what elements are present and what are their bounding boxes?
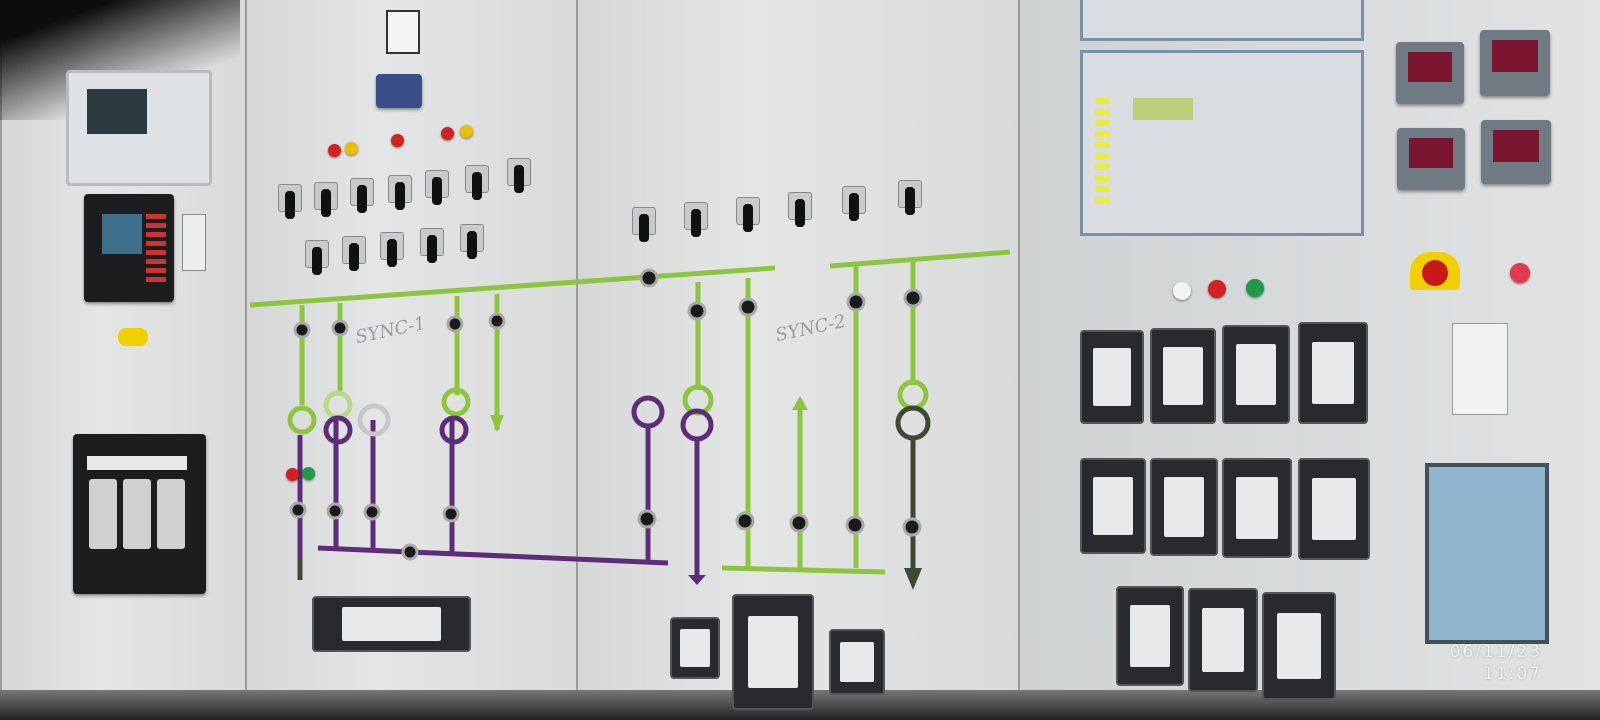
power-meter [1396, 42, 1464, 104]
indicator-lamp-red [286, 468, 299, 481]
protech-overspeed-unit [73, 434, 206, 594]
display-cover [1425, 463, 1549, 644]
digital-display [376, 74, 422, 108]
reset-button-red[interactable] [1510, 263, 1530, 283]
lockout-relay [1262, 592, 1336, 700]
bus-purple [317, 545, 669, 566]
indicator-lamp-red [441, 127, 454, 140]
sync-check-unit [1452, 323, 1508, 415]
selector-switch[interactable] [388, 175, 412, 210]
protection-relay-panel [1080, 50, 1364, 236]
trip-relay [1298, 458, 1370, 560]
indicator-lamp-green [302, 467, 315, 480]
control-switch[interactable] [460, 224, 484, 259]
protection-relay [829, 629, 885, 695]
breaker-control-switch[interactable] [842, 186, 866, 221]
test-block [312, 596, 471, 652]
indicator-lamp-red [328, 144, 341, 157]
analog-meter [386, 10, 420, 54]
selector-switch[interactable] [278, 184, 302, 219]
trip-relay [1222, 458, 1292, 558]
protection-relay [670, 617, 720, 679]
breaker-control-switch[interactable] [632, 207, 656, 242]
selector-switch[interactable] [507, 158, 531, 193]
control-switch[interactable] [380, 232, 404, 267]
selector-switch[interactable] [350, 178, 374, 213]
indicator-lamp-red [1208, 280, 1226, 298]
selector-switch[interactable] [314, 182, 338, 217]
breaker-control-switch[interactable] [736, 197, 760, 232]
lockout-relay [1188, 588, 1258, 692]
control-switch[interactable] [342, 236, 366, 271]
control-switch[interactable] [420, 228, 444, 263]
indicator-lamp-yellow [460, 125, 473, 138]
selector-switch[interactable] [425, 170, 449, 205]
auxiliary-relay [1080, 330, 1144, 424]
auxiliary-relay [1298, 322, 1368, 424]
breaker-control-switch[interactable] [684, 202, 708, 237]
emergency-stop-button[interactable] [1410, 252, 1460, 290]
indicator-lamp-green [1246, 279, 1264, 297]
breaker-control-switch[interactable] [898, 180, 922, 215]
trip-relay [1150, 458, 1218, 556]
indicator-lamp-red [391, 134, 404, 147]
hmi-monitor [66, 70, 212, 186]
power-meter [1481, 120, 1551, 184]
lockout-relay [1116, 586, 1184, 686]
indicator-lamp-white [1173, 282, 1191, 300]
yellow-selector[interactable] [118, 328, 148, 346]
generator-controller [84, 194, 174, 302]
photo-date-stamp: 06/11/23 [1449, 642, 1542, 662]
photo-time-stamp: 11:07 [1483, 664, 1542, 684]
top-relay-panel [1080, 0, 1364, 41]
indicator-lamp-yellow [345, 142, 358, 155]
bus-green-right [829, 249, 1011, 269]
protection-relay-large [732, 594, 814, 710]
auxiliary-relay [1222, 325, 1290, 424]
auxiliary-relay [1150, 328, 1216, 424]
selector-switch[interactable] [465, 165, 489, 200]
power-meter [1480, 30, 1550, 96]
power-meter [1397, 128, 1465, 190]
breaker-control-switch[interactable] [788, 192, 812, 227]
trip-relay [1080, 458, 1146, 554]
digital-meter [182, 214, 206, 271]
main-bus-green [249, 265, 776, 308]
control-switch[interactable] [305, 240, 329, 275]
